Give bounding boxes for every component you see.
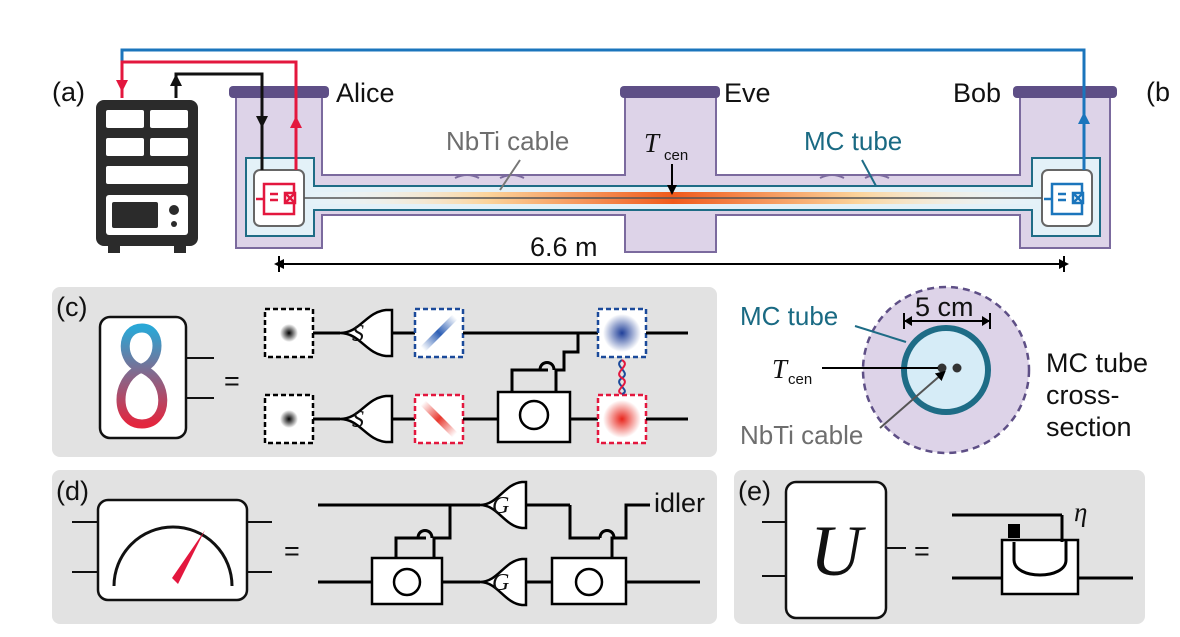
- bob-circuit-icon: [1044, 182, 1085, 216]
- panel-b-label: (b: [1146, 77, 1170, 107]
- unitary-box-icon: [762, 480, 906, 620]
- alice-label: Alice: [336, 78, 395, 108]
- vacuum-dot-top: [280, 324, 298, 342]
- cs-title-line1: MC tube: [1046, 348, 1148, 378]
- panel-e-label: (e): [738, 476, 771, 506]
- t-cen-label: T: [644, 128, 661, 158]
- panel-d-equals: =: [284, 536, 300, 566]
- amplifier-top-label: G: [492, 493, 509, 519]
- cs-title-line3: section: [1046, 412, 1132, 442]
- eve-label: Eve: [724, 78, 771, 108]
- cs-mc-tube-label: MC tube: [740, 301, 838, 331]
- length-dimension: [274, 256, 1069, 272]
- idler-label: idler: [654, 488, 705, 518]
- squeezer-bottom-label: S: [352, 407, 364, 433]
- cs-title-line2: cross-: [1046, 380, 1120, 410]
- cross-section-diagram: [822, 285, 1031, 455]
- alice-circuit-icon: [256, 182, 297, 216]
- length-label: 6.6 m: [530, 232, 598, 262]
- loss-element-icon: [952, 513, 1133, 596]
- mc-tube-label: MC tube: [804, 126, 902, 156]
- panel-c-label: (c): [56, 292, 87, 322]
- mc-tube-pointer: [861, 159, 877, 187]
- entanglement-source-icon: [98, 315, 214, 440]
- cs-nbti-label: NbTi cable: [740, 420, 863, 450]
- vacuum-dot-bottom: [280, 410, 298, 428]
- hybrid-coupler-icon: [496, 333, 580, 444]
- bob-label: Bob: [953, 78, 1001, 108]
- vacuum-state-bottom: [263, 393, 315, 445]
- eta-label: η: [1074, 497, 1087, 527]
- squeezer-top-label: S: [352, 321, 364, 347]
- electronics-rack-icon: [96, 100, 198, 253]
- nbti-cable-label: NbTi cable: [446, 126, 569, 156]
- amplifier-bottom-label: G: [492, 570, 509, 596]
- t-cen-subscript: cen: [664, 147, 688, 164]
- cs-t-cen-label: T: [772, 354, 789, 384]
- unitary-label: U: [810, 511, 866, 591]
- panel-e-equals: =: [914, 536, 930, 566]
- meter-icon: [72, 498, 272, 602]
- panel-a-label: (a): [52, 77, 85, 107]
- panel-d-label: (d): [56, 476, 89, 506]
- cs-diameter-label: 5 cm: [915, 292, 974, 322]
- control-lines: [116, 48, 1090, 170]
- panel-c-equals: =: [224, 366, 240, 396]
- cs-t-cen-subscript: cen: [788, 371, 812, 388]
- nbti-pointer: [499, 159, 521, 191]
- amplifier-chain: [318, 480, 700, 607]
